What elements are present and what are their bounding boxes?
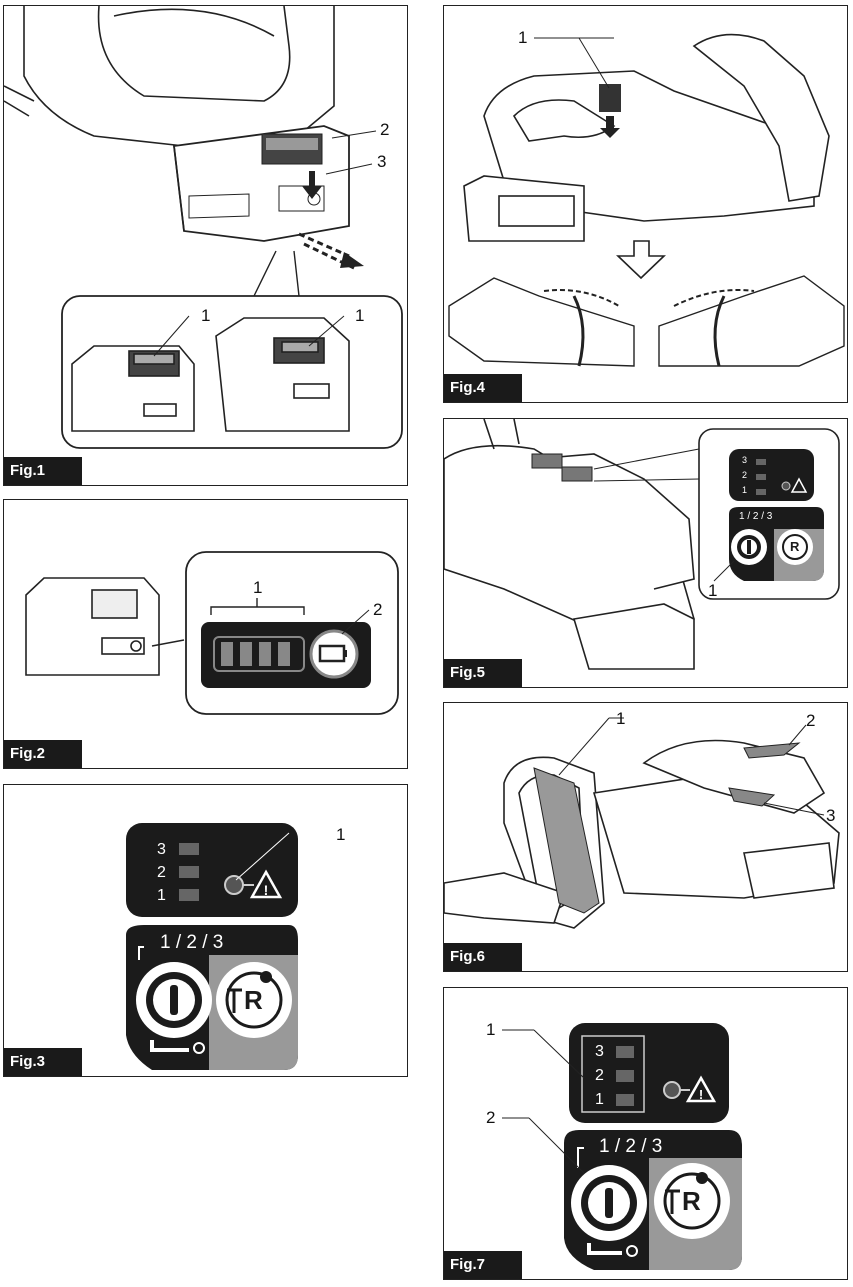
power-button-icon	[170, 985, 178, 1015]
speed-mode-label: 1 / 2 / 3	[739, 511, 773, 522]
callout-2: 2	[486, 1108, 496, 1127]
level-1-label: 1	[157, 887, 166, 904]
callout-1: 1	[253, 578, 263, 597]
reverse-letter: R	[682, 1186, 701, 1216]
level-1-label: 1	[595, 1091, 604, 1108]
figure-label: Fig.2	[4, 740, 82, 768]
callout-3: 3	[377, 152, 387, 171]
figure-7: ! 3 2 1 1 / 2 / 3 R 1 2 Fig.7	[443, 987, 848, 1280]
level-3-label: 3	[742, 455, 748, 465]
figure-label: Fig.1	[4, 457, 82, 485]
handle-grip-illustration	[444, 717, 840, 929]
reverse-letter: R	[790, 539, 800, 554]
control-panel-illustration: !	[126, 823, 298, 1070]
switch-icon	[599, 84, 621, 138]
figure-5: 3 2 1 1 / 2 / 3 R 1 Fig.5	[443, 418, 848, 688]
battery-pack-small-icon	[71, 317, 350, 432]
level-2-label: 2	[595, 1067, 604, 1084]
level-3-label: 3	[595, 1043, 604, 1060]
control-panel-location-illustration	[444, 419, 840, 670]
callout-2: 2	[373, 600, 383, 619]
callout-1: 1	[708, 581, 718, 600]
callout-1: 1	[486, 1020, 496, 1039]
figure-2: 1 2 Fig.2	[3, 499, 408, 769]
level-2-label: 2	[742, 470, 748, 480]
tool-battery-removal-illustration	[4, 6, 403, 449]
reverse-button-icon	[216, 962, 292, 1038]
battery-indicator-icon	[309, 629, 359, 679]
callout-1: 1	[201, 306, 211, 325]
level-1-label: 1	[742, 485, 748, 495]
battery-pack-icon	[173, 125, 350, 242]
reverse-button-icon	[654, 1163, 730, 1239]
reverse-button-icon	[777, 529, 813, 565]
callout-1: 1	[518, 28, 528, 47]
figure-label: Fig.7	[444, 1251, 522, 1279]
speed-mode-label: 1 / 2 / 3	[599, 1136, 663, 1157]
figure-6: 1 2 3 Fig.6	[443, 702, 848, 972]
callout-1: 1	[336, 825, 346, 844]
power-button-icon	[747, 540, 751, 554]
level-3-label: 3	[157, 841, 166, 858]
control-panel-detail-illustration: !	[502, 1023, 742, 1270]
figure-4: 1 Fig.4	[443, 5, 848, 403]
power-button-icon	[605, 1188, 613, 1218]
speed-mode-label: 1 / 2 / 3	[160, 932, 224, 953]
callout-2: 2	[380, 120, 390, 139]
figure-3: ! 3 2 1 1 / 2 / 3 R 1 Fig.3	[3, 784, 408, 1077]
svg-text:!: !	[264, 882, 269, 898]
battery-indicator-illustration	[25, 551, 399, 715]
figure-label: Fig.5	[444, 659, 522, 687]
warning-triangle-icon	[249, 869, 283, 899]
svg-text:!: !	[699, 1087, 703, 1102]
reverse-letter: R	[244, 985, 263, 1015]
figure-label: Fig.3	[4, 1048, 82, 1076]
level-2-label: 2	[157, 864, 166, 881]
battery-insertion-illustration	[448, 33, 845, 367]
battery-pack-icon	[25, 577, 160, 676]
figure-label: Fig.4	[444, 374, 522, 402]
figure-1: 2 3 1 1 Fig.1	[3, 5, 408, 486]
callout-1: 1	[616, 709, 626, 728]
warning-triangle-icon	[685, 1075, 717, 1103]
figure-label: Fig.6	[444, 943, 522, 971]
callout-1: 1	[355, 306, 365, 325]
warning-triangle-icon	[790, 477, 808, 493]
callout-2: 2	[806, 711, 816, 730]
callout-3: 3	[826, 806, 836, 825]
